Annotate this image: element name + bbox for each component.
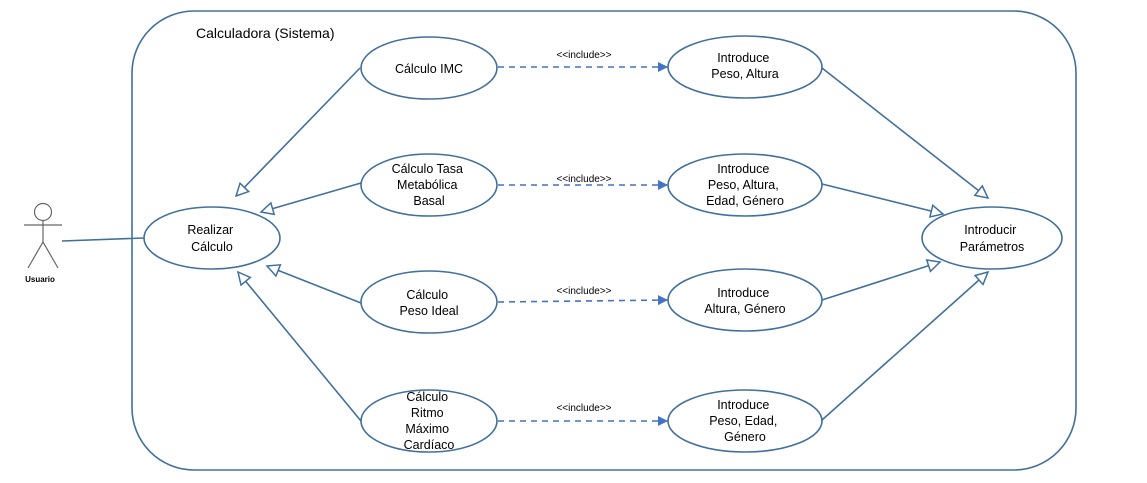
use-case-introduce-peso-edad-genero[interactable]: Introduce Peso, Edad, Género <box>667 389 823 453</box>
use-case-calculo-peso-ideal[interactable]: Cálculo Peso Ideal <box>360 270 498 334</box>
generalization-intro4 <box>821 272 988 421</box>
include-line-3 <box>497 295 669 306</box>
use-case-label-line: Género <box>724 430 766 444</box>
use-case-ellipse <box>360 36 498 100</box>
generalization-ritmo <box>238 272 362 422</box>
use-case-label-line: Cardíaco <box>404 438 455 452</box>
association-line <box>61 237 145 242</box>
use-case-label-line: Cálculo Tasa <box>392 162 463 176</box>
generalization-imc <box>236 67 361 196</box>
use-case-introduce-peso-altura[interactable]: Introduce Peso, Altura <box>667 35 823 99</box>
use-case-label-line: Introduce <box>717 286 769 300</box>
generalization-intro1 <box>821 67 988 198</box>
use-case-label-line: Cálculo IMC <box>395 62 463 76</box>
use-case-label-line: Introduce <box>717 398 769 412</box>
use-case-label-line: Introduce <box>717 51 769 65</box>
use-case-label-line: Realizar <box>187 223 233 237</box>
use-case-calculo-ritmo-cardiaco[interactable]: Cálculo Ritmo Máximo Cardíaco <box>360 389 498 453</box>
generalization-tasa <box>261 182 362 212</box>
use-case-label-line: Cálculo <box>406 390 448 404</box>
use-case-ellipse <box>667 153 823 217</box>
actor-right-leg <box>42 241 59 269</box>
use-case-ellipse <box>143 206 281 270</box>
generalization-peso <box>267 266 362 304</box>
svg-text:Introduce Peso, Altura,: Introduce Peso, Altura, Edad, Género <box>706 162 784 208</box>
use-case-introduce-altura-genero[interactable]: Introduce Altura, Género <box>667 268 823 332</box>
use-case-label-line: Introducir <box>964 223 1016 237</box>
use-case-ellipse <box>667 268 823 332</box>
use-case-ellipse <box>667 389 823 453</box>
include-label-1: <<include>> <box>556 50 611 61</box>
use-case-label-line: Edad, Género <box>706 194 784 208</box>
svg-text:Introduce Peso, Edad,: Introduce Peso, Edad, Género <box>709 398 781 444</box>
use-case-realizar-calculo[interactable]: Realizar Cálculo <box>143 206 281 270</box>
include-label-2: <<include>> <box>556 174 611 185</box>
include-label-4: <<include>> <box>556 403 611 414</box>
svg-text:Cálculo Peso Ideal: Cálculo Peso Ideal <box>399 288 458 318</box>
generalization-intro2 <box>821 183 943 214</box>
actor-label: Usuario <box>25 275 55 284</box>
use-case-label-line: Introduce <box>717 162 769 176</box>
system-boundary <box>131 10 1077 471</box>
use-case-label-line: Peso, Altura, <box>708 178 779 192</box>
use-case-label-line: Altura, Género <box>704 302 785 316</box>
use-case-label-line: Basal <box>413 194 444 208</box>
use-case-ellipse <box>360 389 498 453</box>
use-case-introduce-peso-altura-edad-genero[interactable]: Introduce Peso, Altura, Edad, Género <box>667 153 823 217</box>
svg-text:Introducir Parámetros: Introducir Parámetros <box>960 223 1025 254</box>
use-case-label-line: Parámetros <box>960 240 1025 254</box>
use-case-ellipse <box>360 270 498 334</box>
use-case-label-line: Metabólica <box>397 178 457 192</box>
use-case-label-line: Peso, Edad, <box>709 414 777 428</box>
use-case-label-line: Cálculo <box>406 288 448 302</box>
generalization-intro3 <box>821 262 940 301</box>
svg-text:Realizar Cálculo: Realizar Cálculo <box>187 223 236 254</box>
use-case-ellipse <box>360 153 498 217</box>
svg-text:Cálculo IMC: Cálculo IMC <box>395 62 463 76</box>
use-case-calculo-imc[interactable]: Cálculo IMC <box>360 36 498 100</box>
actor-left-leg <box>27 241 44 269</box>
svg-text:Introduce Peso, Altura: Introduce Peso, Altura <box>711 51 778 81</box>
use-case-label-line: Ritmo <box>411 406 444 420</box>
use-case-ellipse <box>921 206 1063 270</box>
use-case-calculo-tasa-metabolica[interactable]: Cálculo Tasa Metabólica Basal <box>360 153 498 217</box>
svg-text:Introduce Altura, Género: Introduce Altura, Género <box>704 286 785 316</box>
use-case-label-line: Peso Ideal <box>399 304 458 318</box>
use-case-label-line: Cálculo <box>191 240 233 254</box>
use-case-label-line: Máximo <box>405 422 449 436</box>
use-case-introducir-parametros[interactable]: Introducir Parámetros <box>921 206 1063 270</box>
actor-usuario[interactable] <box>24 202 62 269</box>
use-case-ellipse <box>667 35 823 99</box>
svg-text:Cálculo Ritmo Máxi: Cálculo Ritmo Máximo Cardíaco <box>404 390 455 452</box>
svg-text:Cálculo Tasa Metabólica: Cálculo Tasa Metabólica Basal <box>392 162 467 208</box>
system-title: Calculadora (Sistema) <box>196 25 335 41</box>
use-case-label-line: Peso, Altura <box>711 67 778 81</box>
include-label-3: <<include>> <box>556 286 611 297</box>
actor-head <box>33 202 53 222</box>
